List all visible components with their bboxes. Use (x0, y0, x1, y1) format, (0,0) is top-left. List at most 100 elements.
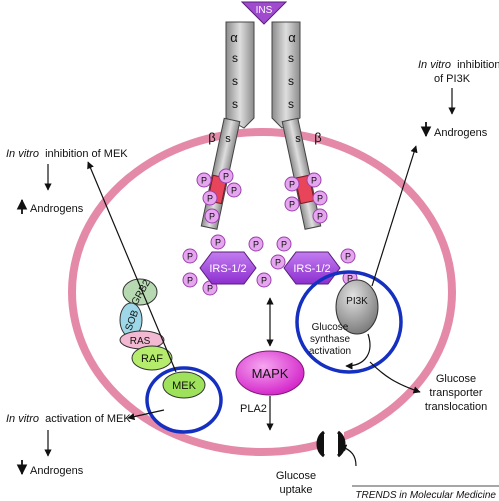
sob-node: SOB (119, 302, 143, 338)
phosphate-group-12: P (182, 248, 198, 264)
s-label-right-2: s (288, 74, 294, 88)
ras-label: RAS (130, 336, 151, 347)
s-label-left-2: s (232, 74, 238, 88)
phosphate-group-8: P (284, 196, 300, 212)
glucose-transporter-label-1: Glucose (436, 373, 476, 385)
pi3k-label: PI3K (346, 296, 368, 307)
phosphate-label: P (347, 274, 353, 284)
phosphate-group-18: P (270, 254, 286, 270)
phosphate-label: P (261, 276, 267, 286)
phosphate-group-5: P (204, 208, 220, 224)
mek-node: MEK (162, 371, 206, 399)
phosphate-group-14: P (182, 272, 198, 288)
irs-left-label: IRS-1/2 (209, 263, 246, 275)
irs-right: IRS-1/2 (283, 251, 341, 285)
beta-label-right: β (314, 130, 321, 145)
phosphate-group-13: P (248, 236, 264, 252)
source-label: TRENDS in Molecular Medicine (355, 490, 496, 501)
phosphate-group-4: P (226, 182, 242, 198)
mapk-node: MAPK (235, 350, 305, 396)
glucose-synthase-label-2: synthase (310, 334, 350, 345)
glucose-uptake-arrow (339, 444, 357, 467)
grb2-node: GRB2 (122, 278, 158, 307)
s-label-right-1: s (288, 51, 294, 65)
alpha-subunit-right (271, 21, 301, 129)
s-label-left-3: s (232, 97, 238, 111)
pla2-label: PLA2 (240, 403, 267, 415)
alpha-label-left: α (230, 30, 238, 45)
cell-membrane (68, 128, 456, 456)
phosphate-group-3: P (202, 190, 218, 206)
pi3k-transporter-arrow (369, 361, 421, 394)
phosphate-label: P (231, 186, 237, 196)
mek-activation-pointer (127, 409, 165, 421)
phosphate-group-17: P (276, 236, 292, 252)
s-label-left-1: s (232, 51, 238, 65)
phosphate-label: P (289, 200, 295, 210)
s-beta-label-right: s (295, 133, 301, 145)
ins-label: INS (256, 5, 273, 16)
mapk-label: MAPK (252, 366, 289, 381)
phosphate-label: P (209, 212, 215, 222)
alpha-subunit-left (225, 21, 255, 129)
phosphate-label: P (311, 176, 317, 186)
phosphate-group-11: P (210, 234, 226, 250)
pi3k-inhibition-pointer (371, 145, 418, 287)
pi3k-inhibition-label-2: of PI3K (434, 73, 471, 85)
phosphate-label: P (215, 238, 221, 248)
androgens-down-right-label: Androgens (434, 127, 488, 139)
phosphate-group-10: P (312, 208, 328, 224)
phosphate-group-7: P (306, 172, 322, 188)
phosphate-label: P (275, 258, 281, 268)
phosphate-label: P (207, 284, 213, 294)
phosphate-label: P (201, 176, 207, 186)
mek-inhibition-label: In vitro inhibition of MEK (6, 148, 128, 160)
mek-highlight-circle (145, 366, 223, 434)
phosphate-group-6: P (284, 176, 300, 192)
phosphate-label: P (281, 240, 287, 250)
irs-right-label: IRS-1/2 (293, 263, 330, 275)
phosphate-label: P (187, 276, 193, 286)
phosphate-label: P (317, 212, 323, 222)
glucose-transporter-channel (316, 430, 346, 458)
glucose-transporter-label-3: translocation (425, 401, 487, 413)
ras-node: RAS (119, 330, 165, 350)
phosphate-group-19: P (340, 248, 356, 264)
pi3k-inhibition-label: In vitro inhibition (418, 59, 499, 71)
s-beta-label-left: s (225, 133, 231, 145)
glucose-transporter-label-2: transporter (429, 387, 483, 399)
raf-node: RAF (131, 345, 173, 371)
phosphate-label: P (207, 194, 213, 204)
phosphate-label: P (289, 180, 295, 190)
insulin-ligand: INS (240, 1, 288, 25)
alpha-label-right: α (288, 30, 296, 45)
glucose-synthase-label-1: Glucose (312, 322, 349, 333)
phosphate-label: P (223, 172, 229, 182)
raf-label: RAF (141, 353, 163, 365)
phosphate-label: P (187, 252, 193, 262)
glucose-uptake-label-2: uptake (279, 484, 312, 496)
pi3k-node: PI3K (335, 279, 379, 335)
phosphate-group-2: P (218, 168, 234, 184)
glucose-synthase-label-3: activation (309, 346, 351, 357)
irs-left: IRS-1/2 (199, 251, 257, 285)
androgens-down-left-label: Androgens (30, 465, 84, 477)
phosphate-label: P (345, 252, 351, 262)
phosphate-label: P (253, 240, 259, 250)
androgens-up-label: Androgens (30, 203, 84, 215)
glucose-uptake-label-1: Glucose (276, 470, 316, 482)
phosphate-label: P (317, 194, 323, 204)
mek-inhibition-pointer (87, 161, 177, 373)
insulin-receptor: α α s s s s s s β β s s (200, 21, 322, 230)
s-label-right-3: s (288, 97, 294, 111)
phosphate-group-9: P (312, 190, 328, 206)
beta-label-left: β (208, 130, 215, 145)
mek-activation-label: In vitro activation of MEK (6, 413, 131, 425)
mek-label: MEK (172, 380, 197, 392)
pi3k-highlight-circle (295, 270, 403, 374)
phosphate-group-16: P (256, 272, 272, 288)
phosphate-group-1: P (196, 172, 212, 188)
pi3k-synthase-arrow (345, 333, 371, 370)
